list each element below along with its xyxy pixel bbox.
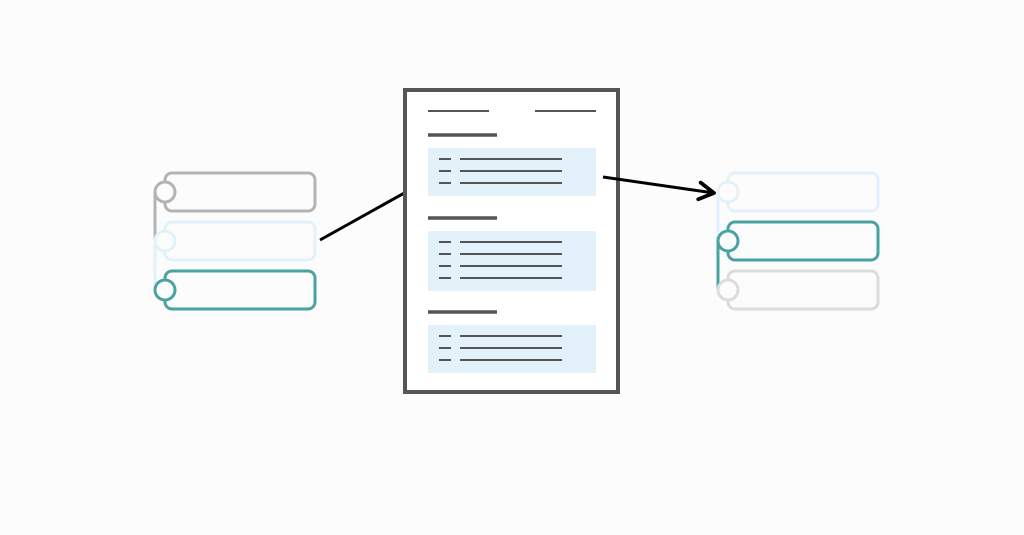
left-selection-list-icon xyxy=(153,171,317,311)
right-option-2 xyxy=(716,220,880,262)
section-2-rows xyxy=(439,241,562,279)
left-option-3 xyxy=(153,269,317,311)
right-radio-3 xyxy=(716,278,740,302)
right-option-1 xyxy=(716,171,880,213)
section-3-rows xyxy=(439,335,562,361)
left-radio-3 xyxy=(153,278,177,302)
arrow-right-icon xyxy=(602,175,716,202)
right-option-3 xyxy=(716,269,880,311)
section-2-box xyxy=(428,231,596,291)
right-radio-1 xyxy=(716,180,740,204)
right-selection-list-icon xyxy=(716,171,880,311)
left-radio-1 xyxy=(153,180,177,204)
document-icon xyxy=(403,88,620,394)
section-1-rows xyxy=(439,158,562,184)
left-option-1 xyxy=(153,171,317,213)
left-radio-2 xyxy=(153,229,177,253)
left-option-2 xyxy=(153,220,317,262)
right-radio-2 xyxy=(716,229,740,253)
